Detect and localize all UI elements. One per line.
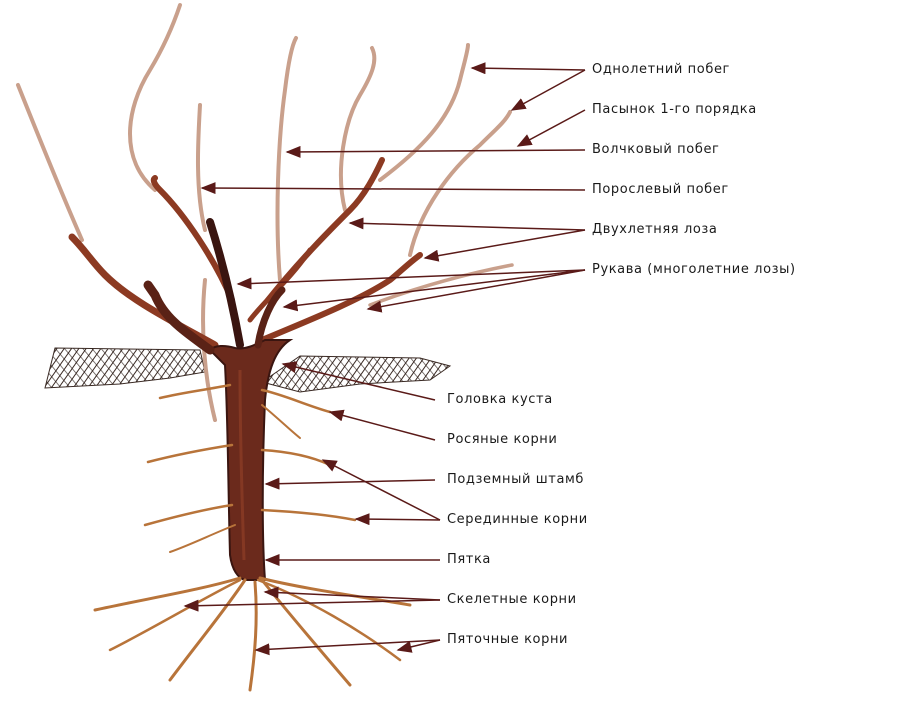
arrow-underground-trunk — [264, 477, 436, 490]
label-stepson-1st-order: Пасынок 1-го порядка — [592, 102, 757, 117]
annual-shoot-3 — [195, 103, 207, 232]
middle-root-1 — [146, 443, 234, 464]
skeletal-root-1 — [93, 576, 242, 612]
arrow-heel-roots-a — [254, 639, 441, 656]
trunk-arm-right — [254, 286, 286, 349]
soil-left-overlay — [45, 348, 205, 388]
label-heel: Пятка — [447, 552, 491, 567]
label-skeletal-roots: Скелетные корни — [447, 592, 577, 607]
soil-surface — [44, 347, 452, 393]
middle-root-2 — [260, 448, 332, 467]
label-underground-trunk: Подземный штамб — [447, 472, 585, 487]
annual-shoots — [16, 3, 514, 422]
heel-root-2 — [248, 580, 258, 692]
label-heel-roots: Пяточные корни — [447, 632, 569, 647]
annual-shoot-6 — [378, 43, 470, 182]
arrow-annual-shoot-b — [510, 69, 586, 111]
arrow-arms-b — [282, 269, 586, 312]
middle-root-3 — [143, 503, 234, 527]
dew-root-1 — [158, 383, 232, 400]
arrow-stepson — [516, 109, 586, 147]
arrow-skeletal-roots-a — [183, 599, 441, 612]
arrow-heel-roots-b — [396, 639, 441, 653]
arms — [68, 157, 423, 349]
trunk-highlight — [238, 369, 246, 561]
arm-middle — [247, 247, 313, 323]
label-sucker-shoot: Порослевый побег — [592, 182, 729, 197]
annual-shoot-9 — [201, 278, 217, 422]
label-bush-head: Головка куста — [447, 392, 553, 407]
arrow-dew-roots — [328, 409, 436, 441]
annual-shoot-7 — [408, 110, 512, 257]
dew-root-2 — [260, 388, 332, 414]
trunk-arm-up — [206, 218, 244, 349]
arrow-sucker-shoot — [200, 182, 586, 195]
trunk — [143, 218, 294, 581]
arm-left-long — [68, 233, 219, 349]
arrow-bush-head — [281, 361, 436, 401]
heel-root-5 — [108, 578, 242, 652]
label-dew-roots: Росяные корни — [447, 432, 558, 447]
label-two-year-vine: Двухлетняя лоза — [592, 222, 718, 237]
arrow-arms-c — [366, 269, 586, 313]
heel-root-1 — [168, 578, 247, 682]
label-annual-shoot: Однолетний побег — [592, 62, 730, 77]
soil-right-overlay — [262, 356, 450, 392]
annual-shoot-2 — [128, 3, 182, 192]
arrow-annual-shoot-a — [470, 62, 586, 75]
arm-right-lower — [259, 252, 423, 343]
arrow-two-year-b — [423, 229, 586, 262]
arm-left-upper — [150, 175, 235, 303]
arrow-water-shoot — [285, 145, 586, 158]
arrow-middle-roots-a — [321, 459, 441, 521]
label-middle-roots: Серединные корни — [447, 512, 588, 527]
callout-arrows — [183, 62, 586, 656]
trunk-arm-left — [143, 280, 215, 355]
middle-root-4 — [260, 508, 357, 522]
label-water-shoot: Волчковый побег — [592, 142, 720, 157]
label-arms: Рукава (многолетние лозы) — [592, 262, 796, 277]
arrow-skeletal-roots-b — [263, 586, 441, 601]
annual-shoot-1 — [16, 83, 84, 242]
arrow-two-year-a — [348, 217, 586, 231]
annual-shoot-8 — [368, 263, 514, 307]
arrow-arms-a — [236, 269, 586, 290]
annual-shoot-5 — [339, 46, 377, 212]
trunk-body — [208, 339, 294, 581]
arrow-middle-roots-b — [354, 513, 441, 526]
middle-root-5 — [169, 524, 236, 553]
annual-shoot-4 — [275, 36, 298, 282]
dew-root-3 — [261, 404, 301, 439]
